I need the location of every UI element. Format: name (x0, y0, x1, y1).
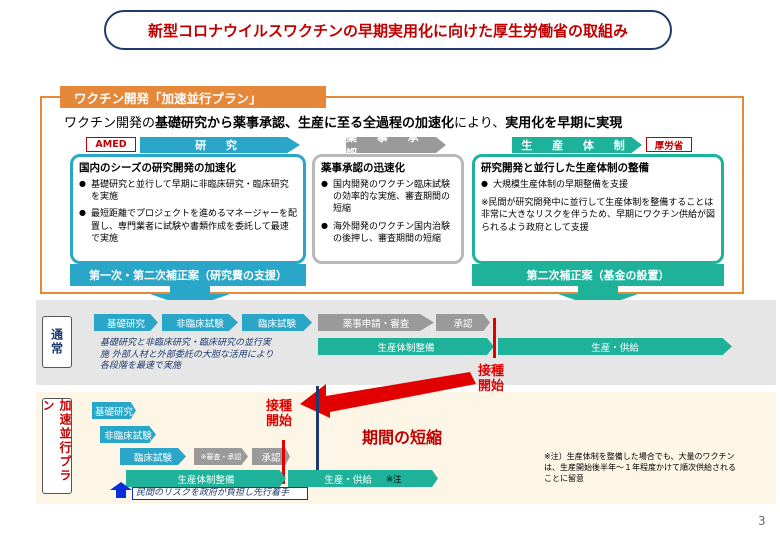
accel-production-bar: 生産体制整備 (126, 470, 286, 487)
accelerated-note: 基礎研究と非臨床研究・臨床研究の並行実施 外部人材と外部委託の大胆な活用により各… (100, 338, 274, 372)
summary-part: により、 (454, 116, 506, 131)
risk-note: 民間のリスクを政府が負担し先行着手 (132, 487, 308, 500)
accel-vaccination-label: 接種開始 (266, 399, 293, 429)
amed-badge: AMED (86, 137, 136, 152)
accel-supply-label: 生産・供給 (324, 474, 372, 486)
shorten-label: 期間の短縮 (362, 428, 443, 447)
accel-step: 非臨床試験 (100, 426, 156, 443)
summary-bold: 基礎研究から薬事承認、生産に至る全過程の加速化 (155, 116, 455, 131)
page-number: 3 (758, 514, 766, 528)
up-arrow-icon (110, 482, 132, 498)
normal-label: 通常 (42, 316, 72, 368)
production-footer: 第二次補正案（基金の設置） (472, 264, 724, 286)
footnote: ※注）生産体制を整備した場合でも、大量のワクチンは、生産開始後半年〜１年程度かけ… (544, 452, 736, 483)
production-heading: 研究開発と並行した生産体制の整備 (481, 162, 649, 174)
approval-item: 海外開発のワクチン国内治験の後押し、審査期間の短縮 (321, 221, 455, 245)
production-item: 大規模生産体制の早期整備を支援 (481, 179, 715, 191)
accelerated-label: 加速並行プラン (41, 398, 72, 494)
production-note: ※民間が研究開発中に並行して生産体制を整備することは非常に大きなリスクを伴うため… (481, 198, 716, 233)
production-box: 研究開発と並行した生産体制の整備 大規模生産体制の早期整備を支援 ※民間が研究開… (472, 154, 724, 264)
mhlw-badge: 厚労省 (646, 137, 692, 152)
normal-supply-bar: 生産・供給 (498, 338, 732, 355)
summary-bold: 実用化を早期に実現 (505, 116, 623, 131)
research-box: 国内のシーズの研究開発の加速化 基礎研究と並行して早期に非臨床研究・臨床研究を実… (70, 154, 306, 264)
stage-approval: 薬 事 承 認 (346, 137, 446, 153)
normal-step: 非臨床試験 (162, 314, 238, 331)
accel-step: 承認 (252, 448, 290, 465)
accel-step: 臨床試験 (120, 448, 186, 465)
plan-tag: ワクチン開発「加速並行プラン」 (60, 86, 326, 108)
approval-item: 国内開発のワクチン臨床試験の効率的な実施、審査期間の短縮 (321, 179, 455, 215)
accel-supply-bar: 生産・供給 ※注 (288, 470, 438, 487)
down-arrow-icon (558, 286, 638, 308)
research-heading: 国内のシーズの研究開発の加速化 (79, 162, 236, 174)
normal-production-bar: 生産体制整備 (318, 338, 494, 355)
page-title: 新型コロナウイルスワクチンの早期実用化に向けた厚生労働省の取組み (104, 10, 672, 50)
normal-vaccination-label: 接種開始 (478, 364, 505, 394)
divider (316, 386, 319, 482)
accel-supply-note: ※注 (385, 474, 402, 485)
approval-heading: 薬事承認の迅速化 (321, 162, 405, 174)
summary-line: ワクチン開発の基礎研究から薬事承認、生産に至る全過程の加速化により、実用化を早期… (64, 112, 622, 131)
summary-part: ワクチン開発の (64, 116, 156, 131)
normal-step: 承認 (436, 314, 490, 331)
normal-step: 基礎研究 (94, 314, 158, 331)
research-footer: 第一次・第二次補正案（研究費の支援） (70, 264, 306, 286)
stage-research: 研 究 (140, 137, 300, 153)
normal-step: 臨床試験 (242, 314, 312, 331)
down-arrow-icon (150, 286, 230, 308)
research-item: 基礎研究と並行して早期に非臨床研究・臨床研究を実施 (79, 179, 297, 203)
accel-step: ※審査・承認 (194, 448, 248, 465)
accel-vaccination-line (282, 440, 285, 484)
approval-box: 薬事承認の迅速化 国内開発のワクチン臨床試験の効率的な実施、審査期間の短縮 海外… (312, 154, 464, 264)
accel-step: 基礎研究 (92, 402, 136, 419)
normal-step: 薬事申請・審査 (318, 314, 434, 331)
shorten-arrow-icon (300, 372, 476, 418)
research-item: 最短距離でプロジェクトを進めるマネージャーを配置し、専門業者に試験や書類作成を委… (79, 208, 297, 244)
stage-production: 生 産 体 制 (512, 137, 642, 153)
normal-vaccination-line (493, 318, 496, 358)
